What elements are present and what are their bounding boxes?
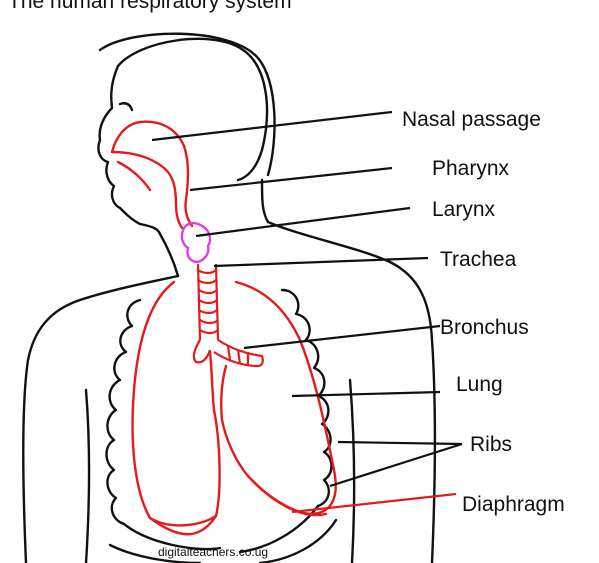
label-ribs: Ribs bbox=[470, 433, 512, 456]
bronchi bbox=[194, 340, 263, 366]
right-lung bbox=[221, 282, 336, 514]
trachea bbox=[198, 264, 218, 340]
airway bbox=[112, 122, 336, 535]
diagram-title: The human respiratory system bbox=[8, 0, 292, 13]
label-bronchus: Bronchus bbox=[440, 316, 529, 339]
label-pharynx: Pharynx bbox=[432, 157, 510, 180]
left-lung bbox=[133, 282, 220, 525]
watermark: digitalteachers.co.ug bbox=[158, 545, 268, 559]
label-nasal-passage: Nasal passage bbox=[402, 108, 541, 131]
label-lung: Lung bbox=[456, 373, 503, 396]
label-larynx: Larynx bbox=[432, 198, 496, 221]
larynx-shape bbox=[182, 223, 210, 262]
diaphragm-pointer-line bbox=[292, 494, 456, 512]
label-diaphragm: Diaphragm bbox=[462, 493, 565, 516]
label-trachea: Trachea bbox=[440, 248, 517, 271]
